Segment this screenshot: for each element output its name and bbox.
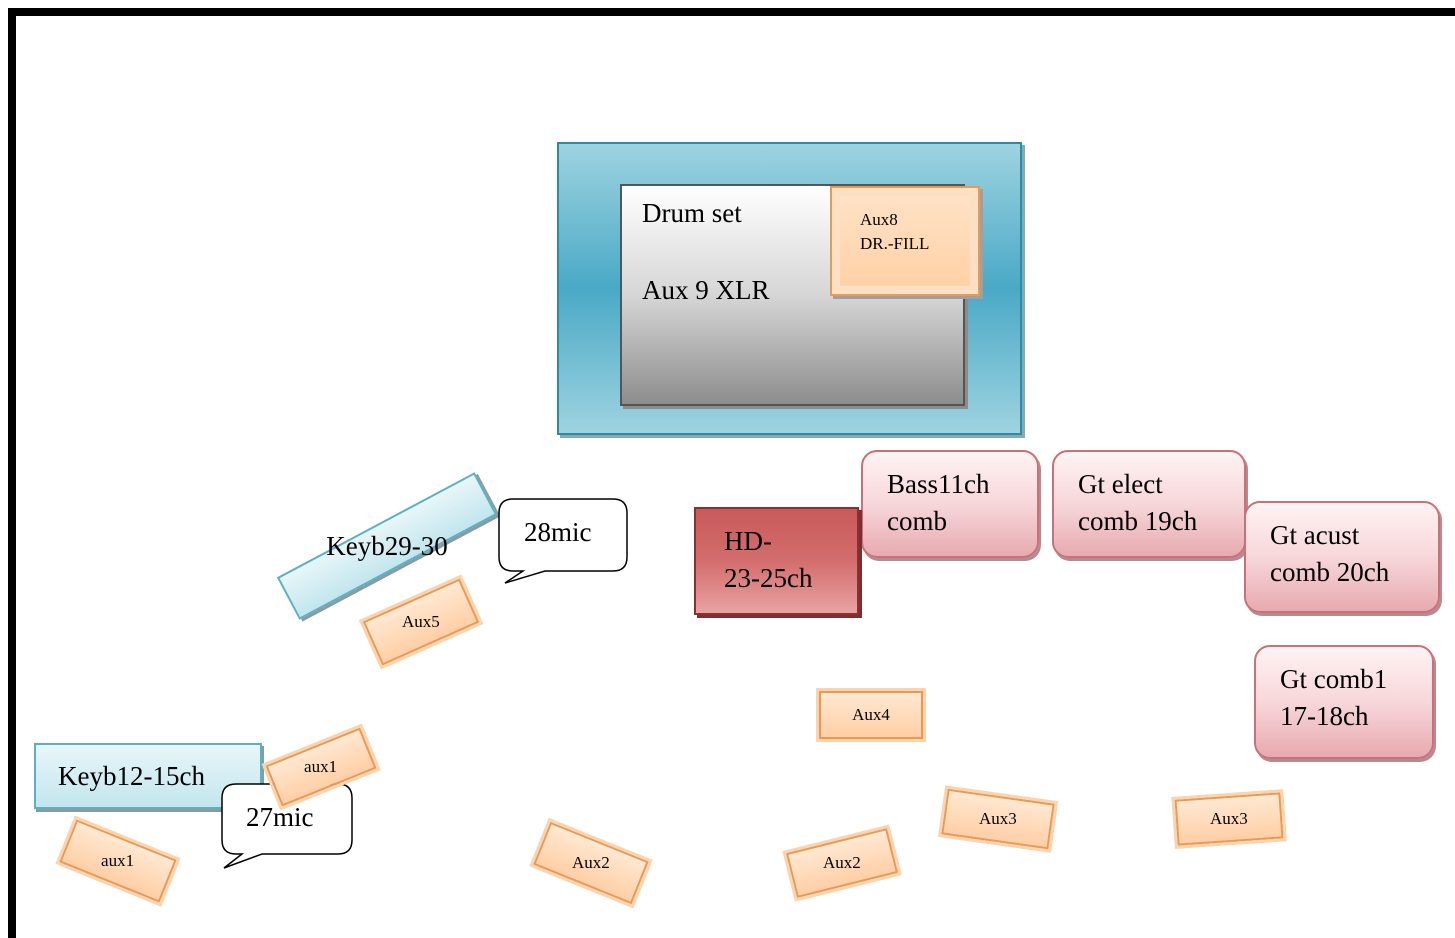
wedge-aux2-right-label: Aux2 bbox=[823, 853, 861, 872]
mic-27-label: 27mic bbox=[246, 802, 314, 832]
gt-acust-line-2: comb 20ch bbox=[1270, 557, 1390, 587]
bass-amp: Bass11ch comb bbox=[861, 450, 1039, 558]
keyboard-29-30-label: Keyb29-30 bbox=[326, 530, 448, 561]
hd-amp: HD- 23-25ch bbox=[694, 507, 859, 615]
mic-28-label: 28mic bbox=[524, 517, 592, 547]
gt-elect-amp: Gt elect comb 19ch bbox=[1052, 450, 1246, 558]
wedge-aux3-right: Aux3 bbox=[1171, 788, 1287, 850]
gt-elect-line-2: comb 19ch bbox=[1078, 506, 1198, 536]
hd-line-2: 23-25ch bbox=[724, 563, 813, 593]
wedge-aux2-left-label: Aux2 bbox=[572, 853, 610, 872]
wedge-aux4-label: Aux4 bbox=[852, 705, 890, 724]
wedge-aux1-upper-label: aux1 bbox=[304, 757, 338, 777]
wedge-aux3-left-label: Aux3 bbox=[979, 809, 1017, 828]
gt-elect-line-1: Gt elect bbox=[1078, 469, 1163, 499]
gt-comb-line-2: 17-18ch bbox=[1280, 701, 1369, 731]
drum-fill-label-2: DR.-FILL bbox=[860, 234, 930, 253]
drum-set-label: Drum set bbox=[642, 198, 742, 228]
mic-28-bubble bbox=[498, 498, 628, 584]
wedge-aux4: Aux4 bbox=[816, 688, 926, 742]
gt-comb-line-1: Gt comb1 bbox=[1280, 664, 1388, 694]
mic-27-bubble bbox=[221, 783, 353, 869]
wedge-aux5-label: Aux5 bbox=[402, 612, 440, 631]
stage-frame bbox=[8, 8, 1455, 938]
wedge-aux3-right-label: Aux3 bbox=[1210, 809, 1248, 828]
wedge-aux1-lower-label: aux1 bbox=[101, 850, 135, 870]
drum-fill-wedge bbox=[830, 186, 980, 296]
gt-comb-amp: Gt comb1 17-18ch bbox=[1254, 645, 1434, 759]
drum-aux-label: Aux 9 XLR bbox=[642, 275, 770, 305]
keyboard-12-15-label: Keyb12-15ch bbox=[58, 760, 205, 791]
gt-acust-amp: Gt acust comb 20ch bbox=[1244, 501, 1440, 613]
bass-amp-line-2: comb bbox=[887, 506, 947, 536]
drum-fill-label-1: Aux8 bbox=[860, 210, 898, 229]
hd-line-1: HD- bbox=[724, 526, 772, 556]
bass-amp-line-1: Bass11ch bbox=[887, 469, 990, 499]
gt-acust-line-1: Gt acust bbox=[1270, 520, 1360, 550]
